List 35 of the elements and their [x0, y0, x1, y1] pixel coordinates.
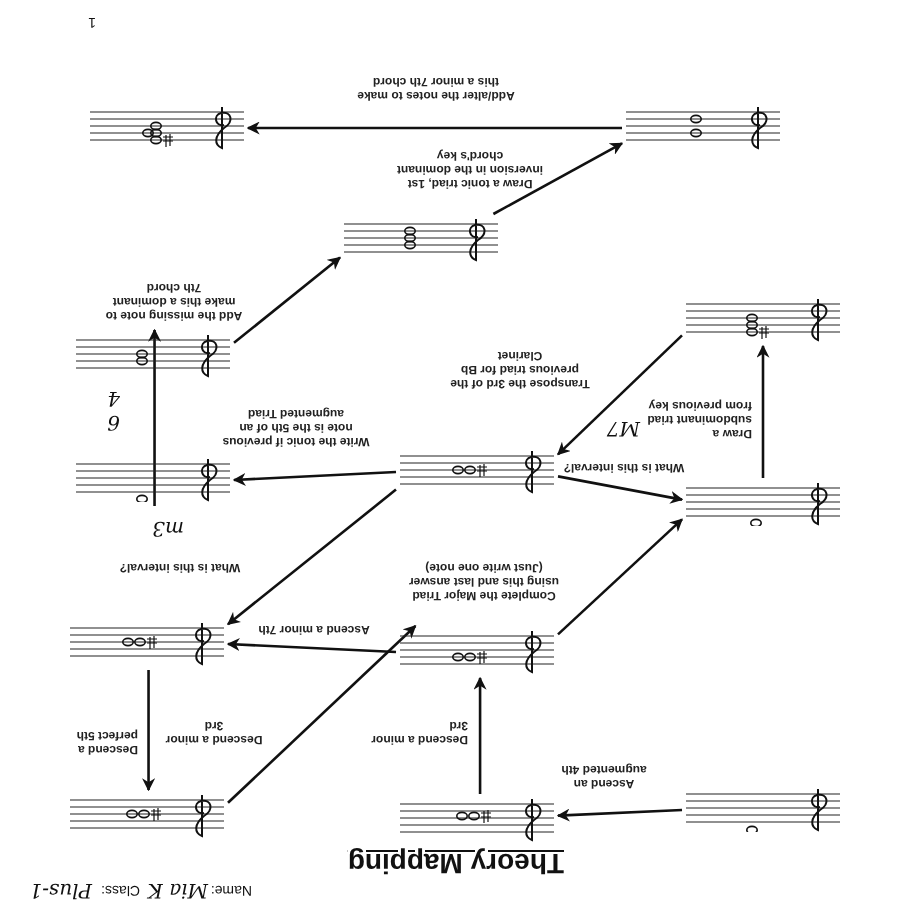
music-staff-drawing [76, 458, 230, 502]
handwritten-answer: 4 [107, 386, 120, 408]
music-staff-drawing [344, 218, 498, 262]
arrow [246, 121, 622, 135]
arrow [492, 142, 624, 216]
handwritten-answer: M7 [606, 416, 640, 438]
handwritten-answer: Plus-1 [29, 878, 92, 900]
arrow [557, 518, 683, 636]
music-staff-drawing [70, 622, 224, 666]
arrow [557, 475, 684, 504]
arrow [142, 670, 156, 792]
arrow [148, 328, 162, 506]
music-staff-drawing [76, 334, 230, 378]
music-staff-drawing [70, 794, 224, 838]
arrow [756, 344, 770, 478]
arrow [232, 470, 397, 486]
arrow [473, 676, 487, 794]
worksheet-title: Theory Mapping [347, 848, 564, 880]
arrow [226, 638, 397, 654]
arrow [556, 808, 683, 822]
arrow [557, 334, 683, 456]
arrow [227, 488, 397, 626]
music-staff-drawing [686, 788, 840, 832]
music-staff-drawing [400, 798, 554, 842]
music-staff-drawing [90, 106, 244, 150]
music-staff-drawing [686, 482, 840, 526]
music-staff-drawing [400, 630, 554, 674]
music-staff-drawing [400, 450, 554, 494]
handwritten-answer: 6 [107, 410, 120, 432]
arrow [227, 625, 417, 804]
handwritten-answer: m3 [152, 516, 184, 538]
handwritten-name: Mia K [147, 878, 208, 900]
arrow [233, 256, 341, 344]
music-staff-drawing [626, 106, 780, 150]
music-staff-drawing [686, 298, 840, 342]
